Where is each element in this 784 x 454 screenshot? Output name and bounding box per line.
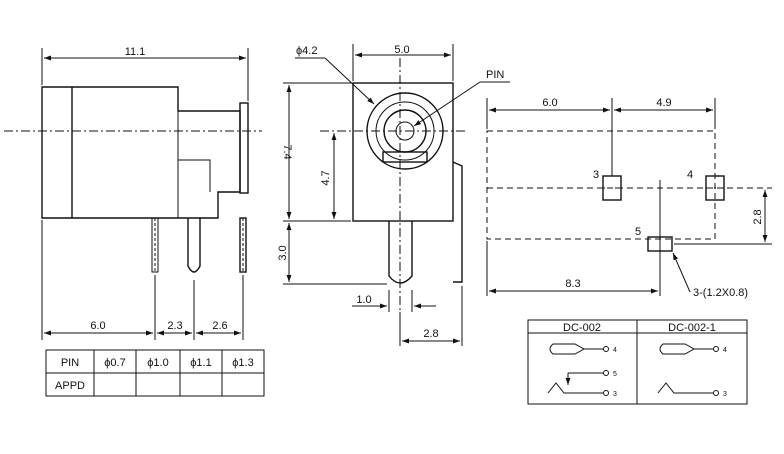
front-side-bracket (452, 161, 463, 283)
dc-002-1-schematic: 4 3 (657, 343, 727, 398)
dc-002-pin-4: 4 (613, 347, 617, 354)
dim-pcb-vertical: 2.8 (752, 209, 764, 224)
dim-center-height: 4.7 (320, 170, 332, 185)
dc-002-1-plug-symbol (659, 343, 696, 355)
dc-002-pin-3: 3 (613, 391, 617, 398)
dim-pin-thickness: 1.0 (356, 294, 371, 306)
dc-002-plug-symbol (549, 343, 586, 355)
pin-table: PIN APPD ϕ0.7 ϕ1.0 ϕ1.1 ϕ1.3 (45, 349, 265, 397)
side-front-plate (239, 102, 249, 194)
pad-5-label: 5 (635, 226, 641, 238)
dc-002-schematic: 4 5 3 (547, 343, 617, 398)
dc-002-pin-5: 5 (613, 371, 617, 378)
dim-seg3: 2.6 (212, 320, 227, 332)
dim-pin-length: 3.0 (277, 245, 289, 260)
model-table: DC-002 DC-002-1 4 5 3 4 3 (527, 319, 748, 405)
table-col-3: ϕ1.1 (190, 357, 211, 369)
side-inner-bracket (177, 111, 211, 218)
dim-pcb-left: 6.0 (542, 97, 557, 109)
dim-pin-offset: 2.8 (423, 328, 438, 340)
dim-pcb-bottom: 8.3 (565, 278, 580, 290)
table-row-appd: APPD (55, 380, 85, 392)
front-view: 5.0 ϕ4.2 PIN 7.4 4.7 3.0 1.0 2.8 (277, 44, 510, 346)
table-col-4: ϕ1.3 (232, 357, 253, 369)
dim-pcb-right: 4.9 (656, 97, 671, 109)
table-col-1: ϕ0.7 (104, 357, 125, 369)
dc-002-1-pin-3: 3 (723, 391, 727, 398)
table-header-pin: PIN (61, 357, 79, 369)
model-dc-002-title: DC-002 (563, 322, 601, 334)
dim-seg1: 6.0 (90, 320, 105, 332)
dim-phi-4-2: ϕ4.2 (296, 45, 317, 57)
slot-size-note: 3-(1.2X0.8) (693, 287, 748, 299)
pcb-layout: 3 4 5 6.0 4.9 2.8 8.3 3-(1.2X0.8) (486, 97, 772, 299)
model-dc-002-1-title: DC-002-1 (668, 322, 716, 334)
pad-3-label: 3 (593, 169, 599, 181)
pad-4-label: 4 (687, 169, 693, 181)
dc-002-1-pin-4: 4 (723, 347, 727, 354)
side-pin-2 (187, 218, 201, 273)
table-col-2: ϕ1.0 (147, 357, 168, 369)
jack-contact-tab (382, 151, 428, 163)
side-view: 11.1 6.0 2.3 2.6 (4, 46, 262, 340)
pin-label: PIN (486, 69, 504, 81)
front-body (352, 82, 454, 222)
dim-front-width: 5.0 (394, 44, 409, 56)
pcb-outline (486, 130, 716, 240)
dim-overall-length: 11.1 (125, 46, 146, 58)
dim-seg2: 2.3 (167, 320, 182, 332)
dim-total-height: 7.4 (281, 144, 293, 159)
